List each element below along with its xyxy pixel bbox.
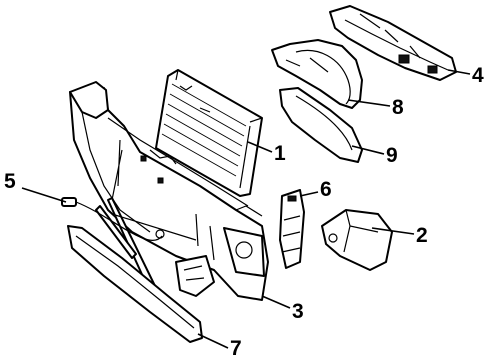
lower-bracket — [175, 255, 215, 297]
callout-2: 2 — [416, 224, 428, 247]
callout-1: 1 — [274, 142, 286, 165]
callout-3: 3 — [292, 300, 304, 323]
callout-6: 6 — [320, 178, 332, 201]
callout-7: 7 — [230, 337, 242, 360]
part-9-fan-shroud-lower — [279, 87, 363, 163]
callout-5: 5 — [4, 170, 16, 193]
callout-8: 8 — [392, 96, 404, 119]
part-2-coolant-reservoir — [321, 209, 393, 271]
part-1-radiator — [155, 69, 263, 197]
part-7-lower-valance — [67, 225, 203, 343]
part-4-air-deflector — [329, 5, 457, 81]
callouts: 1 2 3 4 5 6 7 8 9 — [4, 64, 484, 360]
callout-9: 9 — [386, 144, 398, 167]
callout-4: 4 — [472, 64, 484, 87]
leader-lines — [21, 69, 471, 349]
part-6-side-seal — [279, 189, 305, 269]
part-3-radiator-support — [69, 81, 269, 301]
part-5-latch-cable — [61, 197, 165, 241]
part-8-fan-shroud-upper — [271, 39, 363, 109]
